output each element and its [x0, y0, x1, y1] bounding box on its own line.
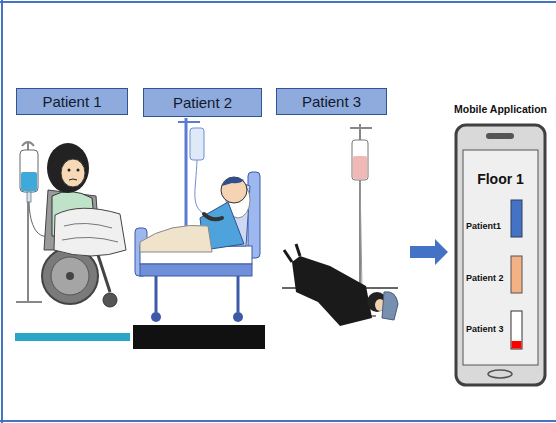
- patient-three-illustration-part: [352, 140, 368, 180]
- patient-two-illustration-part: [204, 214, 222, 219]
- patient-one-illustration-part: [66, 272, 74, 280]
- flow-arrow: [410, 239, 448, 265]
- status-bar: [511, 200, 522, 349]
- patient-header: Patient 2: [143, 88, 262, 117]
- header-text: Patient 3: [302, 93, 361, 110]
- patient-three-illustration-part: [353, 156, 367, 179]
- patient-three-illustration-part: [350, 127, 372, 129]
- patient-one-illustration-part: [61, 159, 85, 187]
- patient-two-illustration-part: [190, 128, 204, 160]
- phone-device-part: [456, 125, 545, 385]
- frame-border-part: [0, 420, 556, 422]
- phone-device-part: [486, 133, 514, 139]
- patient-three-illustration-part: [284, 244, 300, 262]
- patient-two-illustration-part: [133, 325, 265, 349]
- phone-device-part: [463, 150, 538, 365]
- patient-one-illustration-part: [68, 169, 71, 172]
- status-bar-part: [511, 256, 522, 293]
- patient-two-illustration-part: [248, 172, 260, 258]
- patient-two-illustration-part: [151, 312, 161, 322]
- patient-two-illustration-part: [237, 276, 240, 312]
- patient-one-illustration-part: [21, 172, 37, 191]
- patient-one-illustration: [15, 142, 130, 341]
- patient-one-illustration-part: [54, 208, 126, 256]
- patient-one-illustration-part: [27, 192, 31, 202]
- patient-three-illustration-part: [292, 256, 372, 326]
- patient-two-illustration-part: [178, 121, 200, 123]
- patient-two-illustration-part: [155, 276, 158, 312]
- patient-three-illustration: [282, 124, 398, 326]
- patient-two-illustration-part: [221, 177, 247, 203]
- patient-one-illustration-part: [47, 143, 89, 193]
- patient-label: Patient 3: [466, 325, 504, 335]
- patient-one-illustration-part: [15, 333, 130, 341]
- patient-one-illustration-part: [51, 257, 89, 295]
- patient-two-illustration-part: [222, 177, 244, 186]
- header-text: Patient 1: [42, 93, 101, 110]
- patient-one-illustration-part: [22, 142, 34, 146]
- frame-border-part: [1, 0, 3, 423]
- patient-header: Patient 3: [276, 88, 387, 115]
- status-bar-part: [511, 200, 522, 237]
- status-bar-part: [511, 311, 522, 349]
- patient-one-illustration-part: [103, 293, 117, 307]
- header-text: Patient 2: [173, 94, 232, 111]
- patient-one-illustration-part: [69, 179, 77, 180]
- patient-three-illustration-part: [360, 180, 362, 290]
- patient-two-illustration-part: [140, 225, 212, 252]
- phone-body: Floor 1Patient1Patient 2Patient 3Mobile …: [456, 125, 545, 385]
- patient-two-illustration-part: [140, 264, 252, 276]
- app-heading: Mobile Application: [454, 104, 547, 116]
- patient-three-illustration-part: [382, 292, 398, 320]
- patient-one-illustration-part: [98, 255, 110, 292]
- patient-one-illustration-part: [16, 301, 42, 303]
- patient-label: Patient 2: [466, 274, 504, 284]
- phone-screen: Floor 1 Patient1Patient 2 Patient 3: [463, 150, 538, 365]
- phone-device: [456, 125, 545, 385]
- status-bar-part: [512, 341, 522, 349]
- patient-header: Patient 1: [16, 88, 128, 115]
- patient-one-illustration-part: [62, 223, 118, 242]
- patient-label: Patient1: [466, 222, 501, 232]
- patient-one-illustration-part: [20, 150, 38, 192]
- patient-two-illustration-part: [233, 312, 243, 322]
- patient-one-illustration-part: [77, 169, 80, 172]
- patient-two-illustration-part: [195, 160, 204, 214]
- frame-border-part: [0, 1, 556, 3]
- patient-two-illustration: [133, 118, 265, 349]
- phone-device-part: [488, 370, 512, 378]
- floor-label: Floor 1: [477, 172, 524, 187]
